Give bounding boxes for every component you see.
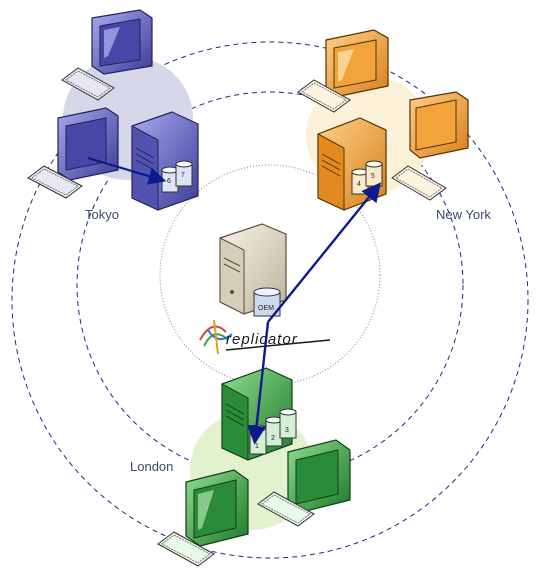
monitor-icon xyxy=(57,107,119,181)
disk-label: 2 xyxy=(271,435,275,442)
disk-label: 3 xyxy=(285,427,289,434)
replicator-logo: replicator xyxy=(199,319,331,355)
tokyo-site: 6 7 Tokyo xyxy=(27,9,199,222)
keyboard-icon xyxy=(157,531,215,567)
disk-label: 7 xyxy=(181,172,185,179)
database-icon: 6 7 xyxy=(161,160,193,193)
monitor-icon xyxy=(409,91,469,159)
replication-arrow xyxy=(247,321,270,445)
monitor-icon xyxy=(325,29,389,97)
newyork-site: 4 5 New York xyxy=(297,29,491,222)
keyboard-icon xyxy=(297,79,351,113)
logo-text: replicator xyxy=(226,331,298,348)
site-label-london: London xyxy=(130,459,173,474)
inner-ring xyxy=(159,164,381,386)
keyboard-icon xyxy=(61,67,115,101)
monitor-icon xyxy=(91,9,153,75)
outer-ring xyxy=(11,41,529,559)
monitor-icon xyxy=(185,469,249,547)
disk-label: OEM xyxy=(258,305,274,312)
central-server: OEM replicator xyxy=(199,223,331,355)
site-label-tokyo: Tokyo xyxy=(85,207,119,222)
monitor-icon xyxy=(287,439,351,513)
replication-arrow xyxy=(267,182,382,323)
disk-label: 1 xyxy=(255,443,259,450)
keyboard-icon xyxy=(257,491,315,527)
disk-label: 5 xyxy=(371,173,375,180)
keyboard-icon xyxy=(27,165,83,199)
site-label-newyork: New York xyxy=(436,207,491,222)
disk-label: 6 xyxy=(167,178,171,185)
replication-arrow xyxy=(87,156,167,185)
middle-ring xyxy=(76,91,464,479)
keyboard-icon xyxy=(391,165,447,201)
disk-label: 4 xyxy=(357,181,361,188)
london-site: 1 2 3 London xyxy=(130,367,351,567)
